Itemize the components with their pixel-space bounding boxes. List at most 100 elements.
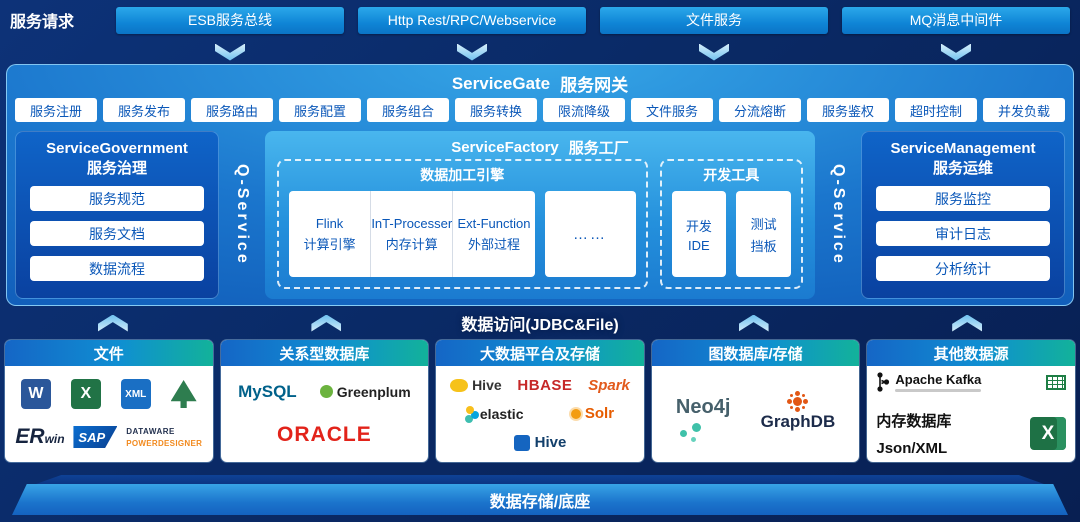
- service-factory-title-cn: 服务工厂: [568, 139, 629, 157]
- elastic-text: elastic: [479, 405, 524, 422]
- gateway-body: ServiceGovernment 服务治理 服务规范 服务文档 数据流程 Q-…: [15, 131, 1065, 299]
- dev-tools-title: 开发工具: [703, 167, 760, 183]
- feature-box: 服务配置: [279, 98, 361, 122]
- q-service-label: Q-Service: [234, 164, 251, 266]
- q-service-label: Q-Service: [830, 164, 847, 266]
- service-gate-title-cn: 服务网关: [560, 76, 629, 95]
- engine-title: 数据加工引擎: [420, 167, 505, 183]
- service-factory-title: ServiceFactory 服务工厂: [277, 135, 803, 159]
- spreadsheet-grid-icon: [1045, 374, 1066, 390]
- excel-icon: X: [70, 379, 101, 409]
- esb-bus-box: ESB服务总线: [116, 6, 344, 34]
- test-stub-box: 测试 挡板: [736, 191, 792, 277]
- storage-base-bar: 数据存储/底座: [12, 484, 1068, 515]
- engine-item-flink: Flink 计算引擎: [289, 191, 370, 277]
- engine-more-box: ……: [544, 191, 636, 277]
- neo4j-logo: Neo4j: [676, 396, 730, 432]
- neo4j-text: Neo4j: [675, 396, 731, 418]
- gateway-feature-row: 服务注册 服务发布 服务路由 服务配置 服务组合 服务转换 限流降级 文件服务 …: [15, 98, 1065, 122]
- engine-item-int-processer: InT-Processer 内存计算: [370, 191, 452, 277]
- greenplum-text: Greenplum: [336, 383, 411, 400]
- card-other-header: 其他数据源: [867, 340, 1075, 366]
- data-access-label: 数据访问(JDBC&File): [461, 317, 619, 334]
- management-item: 服务监控: [876, 186, 1050, 211]
- sap-logo: SAP: [73, 426, 118, 448]
- q-service-right: Q-Service: [815, 131, 861, 299]
- management-item: 审计日志: [876, 221, 1050, 246]
- engine-item-sub: 外部过程: [467, 236, 520, 252]
- hbase-logo: HBASE: [517, 376, 573, 394]
- graphdb-text: GraphDB: [760, 411, 836, 431]
- datasource-cards: 文件 W X XML ER win SAP DATAWARE POW: [5, 340, 1075, 462]
- governance-item: 服务文档: [30, 221, 204, 246]
- dataware-logo: DATAWARE: [126, 426, 175, 436]
- service-gate-title-en: ServiceGate: [451, 73, 551, 93]
- governance-item: 服务规范: [30, 186, 204, 211]
- card-bigdata: 大数据平台及存储 Hive HBASE Spark elastic: [436, 340, 644, 462]
- card-relational-header: 关系型数据库: [220, 340, 429, 366]
- service-management-panel: ServiceManagement 服务运维 服务监控 审计日志 分析统计: [861, 131, 1065, 299]
- file-service-box: 文件服务: [600, 6, 828, 34]
- service-gate-panel: ServiceGate 服务网关 服务注册 服务发布 服务路由 服务配置 服务组…: [6, 64, 1074, 306]
- dev-tools-box: 开发工具 开发 IDE 测试 挡板: [659, 159, 803, 289]
- engine-item-sub: 内存计算: [385, 236, 438, 252]
- governance-item: 数据流程: [30, 256, 204, 281]
- service-management-title-en: ServiceManagement: [890, 140, 1036, 157]
- feature-box: 服务路由: [191, 98, 273, 122]
- erwin-er-text: ER: [15, 425, 45, 448]
- tree-icon: [170, 380, 197, 408]
- xml-icon: XML: [120, 379, 151, 409]
- service-factory-panel: ServiceFactory 服务工厂 数据加工引擎 Flink 计算引擎: [265, 131, 815, 299]
- mysql-logo: MySQL: [238, 381, 297, 401]
- engine-item-sub: 计算引擎: [303, 236, 356, 252]
- feature-box: 服务注册: [15, 98, 97, 122]
- hive-storage-text: Hive: [534, 434, 567, 452]
- feature-box: 服务转换: [455, 98, 537, 122]
- erwin-logo: ER win: [15, 425, 64, 449]
- service-request-row: 服务请求 ESB服务总线 Http Rest/RPC/Webservice 文件…: [0, 0, 1080, 40]
- service-government-title: ServiceGovernment 服务治理: [28, 139, 206, 178]
- card-graph-db: 图数据库/存储 Neo4j GraphDB: [651, 340, 860, 462]
- down-arrow-icon: [699, 43, 729, 61]
- solr-sun-icon: [570, 408, 581, 419]
- spark-logo: Spark: [588, 376, 630, 394]
- greenplum-logo: Greenplum: [319, 383, 411, 400]
- http-rest-box: Http Rest/RPC/Webservice: [358, 6, 586, 34]
- service-management-title: ServiceManagement 服务运维: [874, 139, 1052, 178]
- down-arrow-icon: [941, 43, 971, 61]
- service-government-panel: ServiceGovernment 服务治理 服务规范 服务文档 数据流程: [15, 131, 219, 299]
- hive-storage-logo: Hive: [513, 434, 567, 452]
- request-arrows-row: [0, 40, 1080, 64]
- kafka-logo: Apache Kafka: [876, 371, 982, 393]
- dev-item-sub: 挡板: [750, 238, 777, 254]
- feature-box: 分流熔断: [719, 98, 801, 122]
- card-files-header: 文件: [5, 340, 213, 366]
- mq-middleware-box: MQ消息中间件: [842, 6, 1070, 34]
- feature-box: 文件服务: [631, 98, 713, 122]
- erwin-win-text: win: [44, 432, 65, 446]
- hive-logo: Hive: [450, 377, 502, 393]
- json-xml-label: Json/XML: [876, 440, 948, 457]
- graphdb-burst-icon: [793, 396, 803, 406]
- engine-item-name: InT-Processer: [371, 215, 453, 231]
- management-item: 分析统计: [876, 256, 1050, 281]
- platform-top-edge: [36, 475, 1044, 484]
- elastic-logo: elastic: [465, 405, 524, 422]
- feature-box: 服务发布: [103, 98, 185, 122]
- elastic-icon: [465, 405, 474, 414]
- hive-text: Hive: [472, 377, 502, 394]
- kafka-tagline: [895, 389, 982, 392]
- engine-item-ext-function: Ext-Function 外部过程: [452, 191, 534, 277]
- card-other-sources: 其他数据源 Apache Kafka: [867, 340, 1075, 462]
- hive-storage-icon: [513, 434, 530, 451]
- data-access-row: 数据访问(JDBC&File): [0, 306, 1080, 340]
- feature-box: 超时控制: [895, 98, 977, 122]
- feature-box: 服务鉴权: [807, 98, 889, 122]
- card-files: 文件 W X XML ER win SAP DATAWARE POW: [5, 340, 213, 462]
- card-relational-db: 关系型数据库 MySQL Greenplum ORACLE: [220, 340, 429, 462]
- kafka-text: Apache Kafka: [895, 372, 982, 387]
- graphdb-logo: GraphDB: [760, 396, 836, 432]
- engine-item-name: Ext-Function: [457, 215, 531, 231]
- feature-box: 并发负载: [983, 98, 1065, 122]
